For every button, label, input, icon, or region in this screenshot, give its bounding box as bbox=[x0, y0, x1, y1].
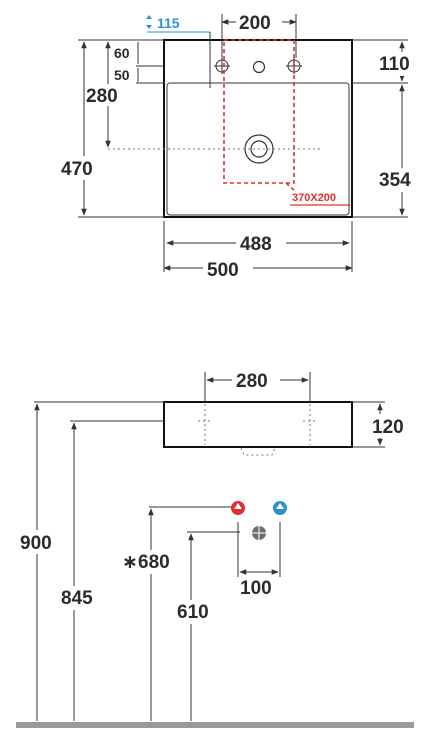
hot-water-icon bbox=[231, 501, 245, 515]
dim-680: 680 bbox=[138, 552, 170, 573]
dim-120: 120 bbox=[372, 417, 404, 438]
drain-outlet bbox=[240, 447, 276, 456]
dim-488: 488 bbox=[240, 234, 272, 255]
label-mask bbox=[120, 550, 182, 574]
label-mask bbox=[378, 52, 420, 76]
label-mask bbox=[369, 414, 415, 438]
dim-110: 110 bbox=[379, 54, 410, 75]
tap-hole-icon bbox=[198, 404, 212, 445]
label-mask bbox=[18, 530, 66, 554]
bowl-outline bbox=[166, 82, 350, 216]
cold-water-icon bbox=[273, 501, 287, 515]
label-mask bbox=[378, 168, 420, 192]
dim-100: 100 bbox=[240, 578, 272, 599]
drain-pipe-icon bbox=[252, 526, 266, 540]
label-mask bbox=[58, 156, 106, 180]
label-mask bbox=[236, 12, 282, 32]
dim-500: 500 bbox=[207, 260, 239, 281]
supply-star: ∗ bbox=[122, 552, 138, 573]
dim-845: 845 bbox=[61, 588, 93, 609]
dim-280-top: 280 bbox=[86, 86, 118, 107]
zone-leader bbox=[285, 182, 295, 191]
tap-hole-icon bbox=[214, 58, 230, 74]
dim-60: 60 bbox=[114, 45, 130, 61]
tap-hole-icon bbox=[303, 404, 317, 445]
dim-200: 200 bbox=[239, 13, 271, 34]
dim-470: 470 bbox=[61, 159, 93, 180]
overflow-icon bbox=[252, 60, 266, 74]
label-mask bbox=[174, 600, 222, 624]
tap-zone bbox=[223, 39, 295, 184]
label-mask bbox=[236, 577, 282, 599]
basin-outline-front bbox=[163, 401, 353, 448]
top-view: 370X200 200 115 470 280 60 50 bbox=[58, 12, 420, 281]
dim-354: 354 bbox=[379, 170, 411, 191]
label-mask bbox=[236, 232, 286, 254]
dim-610: 610 bbox=[177, 602, 209, 623]
dim-50: 50 bbox=[114, 67, 130, 83]
label-mask bbox=[86, 84, 126, 106]
basin-outline-top bbox=[163, 39, 353, 218]
floor-line bbox=[16, 722, 414, 728]
label-mask bbox=[203, 258, 253, 280]
dim-900: 900 bbox=[20, 533, 52, 554]
dim-280-front: 280 bbox=[236, 371, 268, 392]
dim-115: 115 bbox=[157, 15, 180, 31]
tap-height-marker bbox=[146, 15, 211, 88]
label-mask bbox=[58, 586, 106, 610]
front-view: 280 120 900 845 ∗ 680 610 bbox=[16, 369, 415, 728]
zone-label: 370X200 bbox=[292, 192, 336, 204]
label-mask bbox=[232, 369, 280, 391]
drain-inner bbox=[250, 140, 268, 158]
